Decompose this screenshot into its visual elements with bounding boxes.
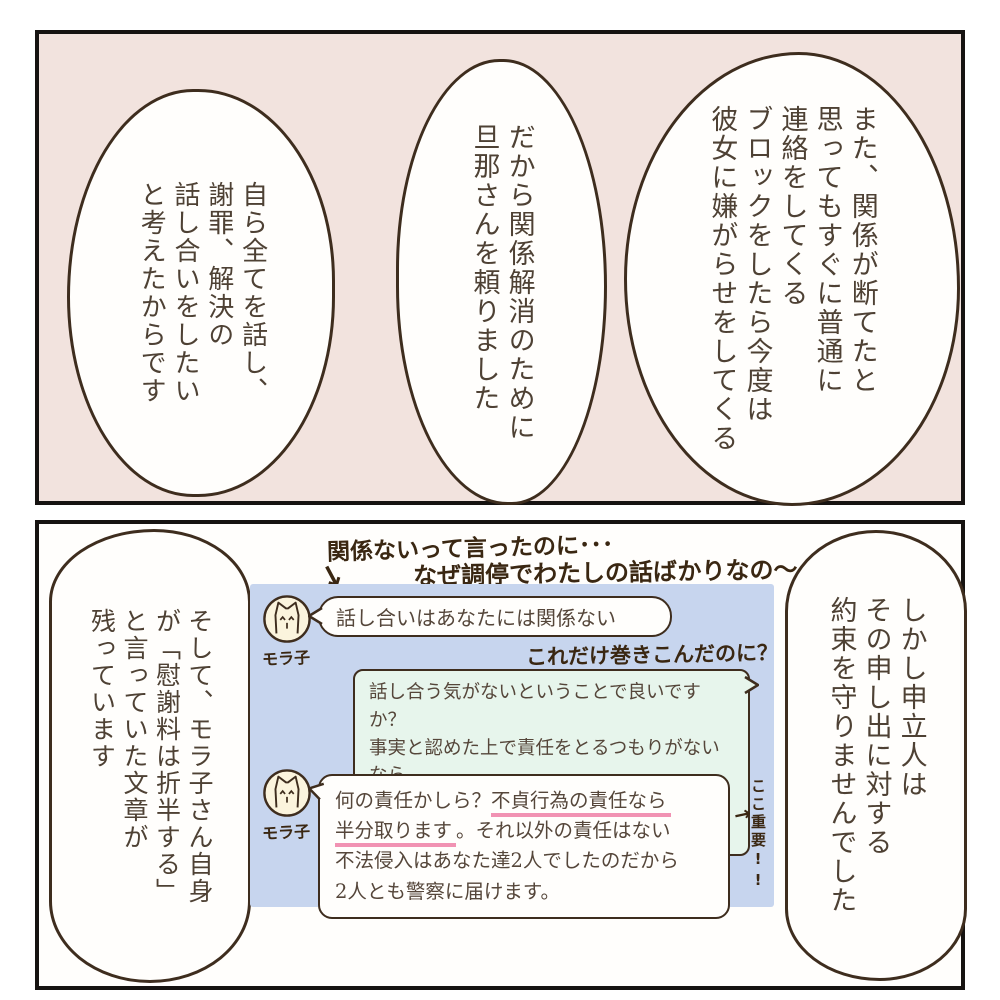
speech-tail-icon [744,675,759,695]
chat-screenshot: モラ子 話し合いはあなたには関係ない これだけ巻きこんだのに？ 話し合う気がない… [250,584,778,919]
panel-bottom: しかし申立人は その申し出に対する 約束を守りませんでした そして、モラ子さん自… [35,520,967,990]
speech-line: と考えたからです [136,181,167,405]
speech-bubble-husband: だから関係解消のために 旦那さんを頼りました [396,59,607,505]
speech-bubble-promise: しかし申立人は その申し出に対する 約束を守りませんでした [785,530,967,981]
speech-tail-icon [307,782,325,801]
message-text: 話し合いはあなたには関係ない [336,606,616,630]
speech-line: 話し合いをしたい [170,181,200,405]
speech-line: だから関係解消のために [503,122,535,442]
speech-line: 自ら全てを話し、 [237,181,268,405]
message-text: 話し合う気がないということで良いですか？ [369,682,701,731]
speech-bubble-evidence: そして、モラ子さん自身 が「慰謝料は折半する」 と言っていた文章が 残っています [49,529,251,983]
sender-name-label: モラ子 [261,647,311,670]
message-text: 。それ以外の責任はない [456,819,671,843]
speech-line: 彼女に嫌がらせをしてくる [706,105,738,453]
message-line: 2人とも警察に届けます。 [335,879,560,903]
speech-line: 連絡をしてくる [776,105,808,308]
underlined-text: 不貞行為の責任なら [491,789,671,817]
message-line: 不法侵入はあなた達2人でしたのだから [335,849,679,873]
speech-line: 約束を守りませんでした [825,596,857,915]
message-text: 何の責任かしら？ [335,789,492,812]
speech-line: が「慰謝料は折半する」 [152,607,182,905]
sender-name-label: モラ子 [261,821,311,844]
speech-line: そして、モラ子さん自身 [185,607,214,905]
handwritten-note-middle: これだけ巻きこんだのに？ [525,640,779,670]
panel-top: また、関係が断てたと 思ってもすぐに普通に 連絡をしてくる ブロックをしたら今度… [35,30,965,506]
message-line: 何の責任かしら？不貞行為の責任なら [335,786,713,817]
vertical-text: しかし申立人は その申し出に対する 約束を守りませんでした [823,596,928,915]
speech-line: 謝罪、解決の [203,181,234,349]
speech-line: 残っています [87,607,117,770]
speech-tail-icon [308,606,323,626]
speech-line: ブロックをしたら今度は [741,105,773,424]
received-message-1: 話し合いはあなたには関係ない [308,596,672,637]
speech-bubble-apology: 自ら全てを話し、 謝罪、解決の 話し合いをしたい と考えたからです [67,89,335,497]
handwritten-note-important: ここ重要!! [749,778,767,892]
speech-line: その申し出に対する [860,596,892,857]
speech-line: 思ってもすぐに普通に [811,105,843,395]
speech-line: 旦那さんを頼りました [468,122,500,413]
message-line: 半分取ります。それ以外の責任はない [335,816,713,848]
vertical-text: 自ら全てを話し、 謝罪、解決の 話し合いをしたい と考えたからです [133,181,268,405]
speech-line: と言っていた文章が [120,607,149,851]
cat-avatar-icon [262,768,312,818]
underlined-text: 半分取ります [335,819,457,848]
vertical-text: また、関係が断てたと 思ってもすぐに普通に 連絡をしてくる ブロックをしたら今度… [704,105,879,453]
speech-line: しかし申立人は [895,596,927,799]
speech-line: また、関係が断てたと [846,105,878,395]
received-message-2: 何の責任かしら？不貞行為の責任なら 半分取ります。それ以外の責任はない 不法侵入… [307,774,730,919]
cat-avatar-icon [262,594,312,644]
speech-bubble-hasrassment: また、関係が断てたと 思ってもすぐに普通に 連絡をしてくる ブロックをしたら今度… [624,52,960,506]
vertical-text: だから関係解消のために 旦那さんを頼りました [466,123,536,442]
vertical-text: そして、モラ子さん自身 が「慰謝料は折半する」 と言っていた文章が 残っています [85,608,215,905]
